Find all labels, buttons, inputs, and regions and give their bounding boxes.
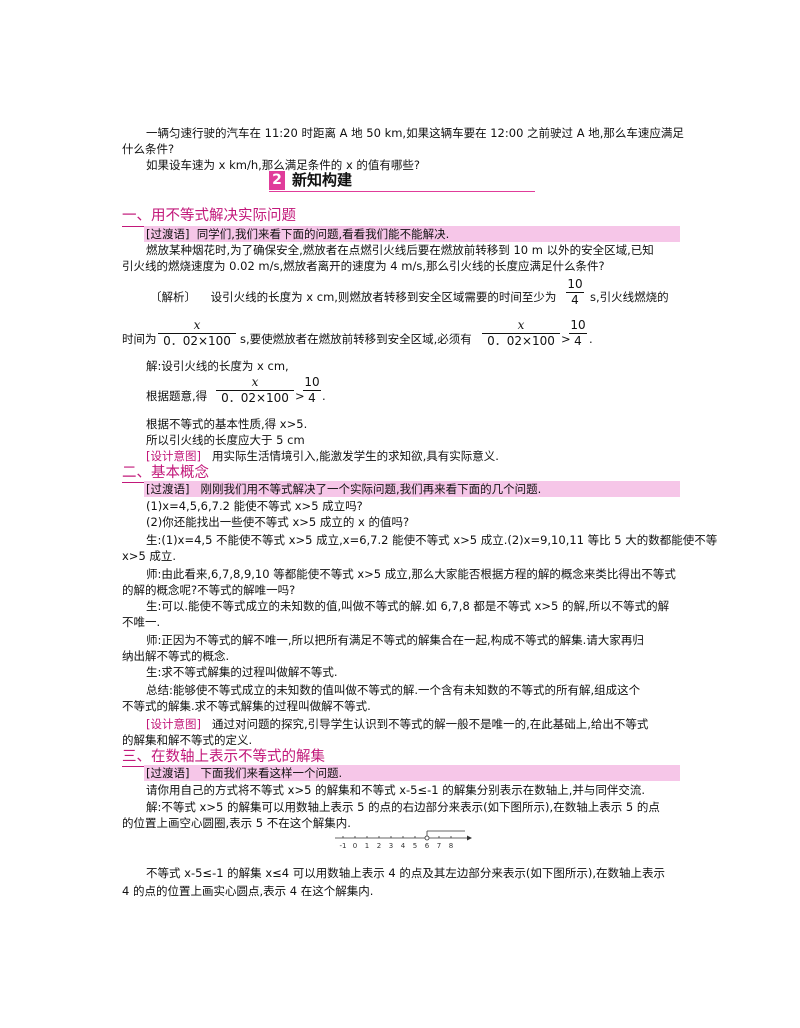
open-circle-marker bbox=[424, 835, 430, 841]
analysis-line-end: s,引火线燃烧的 bbox=[590, 290, 669, 304]
tick-label: 1 bbox=[365, 842, 369, 850]
tick-label: 2 bbox=[377, 842, 381, 850]
section-2-title: 二、基本概念 bbox=[122, 465, 209, 481]
period: . bbox=[589, 332, 593, 346]
solution-x-gt-5-cont: 的位置上画空心圆圈,表示 5 不在这个解集内. bbox=[122, 816, 351, 830]
period-2: . bbox=[322, 389, 326, 403]
tick-label: 4 bbox=[401, 842, 406, 850]
solution-x-le-4-cont: 4 的点的位置上画实心圆点,表示 4 在这个解集内. bbox=[122, 884, 374, 898]
question-2: (2)你还能找出一些使不等式 x>5 成立的 x 的值吗? bbox=[146, 515, 410, 529]
solution-line-1: 解:设引火线的长度为 x cm, bbox=[146, 359, 289, 373]
solution-x-gt-5: 解:不等式 x>5 的解集可以用数轴上表示 5 的点的右边部分来表示(如下图所示… bbox=[146, 800, 660, 814]
design-intent-2-cont: 的解集和解不等式的定义. bbox=[122, 733, 253, 747]
section-heading: 新知构建 bbox=[292, 171, 353, 189]
gt-sign-2: > bbox=[295, 389, 305, 403]
tick-label: 3 bbox=[389, 842, 393, 850]
problem-line-2: 引火线的燃烧速度为 0.02 m/s,燃放者离开的速度为 4 m/s,那么引火线… bbox=[122, 259, 605, 273]
tick-label: 6 bbox=[425, 842, 430, 850]
summary-line: 总结:能够使不等式成立的未知数的值叫做不等式的解.一个含有未知数的不等式的所有解… bbox=[146, 683, 641, 697]
intro-line-1: 一辆匀速行驶的汽车在 11:20 时距离 A 地 50 km,如果这辆车要在 1… bbox=[146, 126, 684, 140]
solution-line-4: 所以引火线的长度应大于 5 cm bbox=[146, 433, 305, 447]
transition-3: [过渡语] 下面我们来看这样一个问题. bbox=[146, 766, 343, 780]
gt-sign: > bbox=[561, 332, 571, 346]
teacher-line-1-cont: 的解的概念呢?不等式的解唯一吗? bbox=[122, 583, 296, 597]
student-answer-2: 生:可以.能使不等式成立的未知数的值,叫做不等式的解.如 6,7,8 都是不等式… bbox=[146, 599, 670, 613]
section-3-title: 三、在数轴上表示不等式的解集 bbox=[122, 749, 325, 765]
student-answer-2-cont: 不唯一. bbox=[122, 615, 161, 629]
transition-2: [过渡语] 刚刚我们用不等式解决了一个实际问题,我们再来看下面的几个问题. bbox=[146, 482, 542, 496]
tick-label: -1 bbox=[340, 842, 347, 850]
teacher-line-2: 师:正因为不等式的解不唯一,所以把所有满足不等式的解集合在一起,构成不等式的解集… bbox=[146, 633, 644, 647]
intro-line-3: 如果设车速为 x km/h,那么满足条件的 x 的值有哪些? bbox=[146, 158, 421, 172]
tick-label: 7 bbox=[437, 842, 441, 850]
analysis-line: 〔解析〕 设引火线的长度为 x cm,则燃放者转移到安全区域需要的时间至少为 bbox=[150, 290, 557, 304]
design-intent-1: [设计意图] 用实际生活情境引入,能激发学生的求知欲,具有实际意义. bbox=[146, 449, 499, 463]
heading-rule bbox=[269, 191, 535, 192]
time-label: 时间为 bbox=[122, 332, 157, 346]
teacher-line-2-cont: 纳出解不等式的概念. bbox=[122, 649, 230, 663]
time-line-text: s,要使燃放者在燃放前转移到安全区域,必须有 bbox=[240, 332, 472, 346]
solution-line-2: 根据题意,得 bbox=[146, 389, 208, 403]
problem-line-1: 燃放某种烟花时,为了确保安全,燃放者在点燃引火线后要在燃放前转移到 10 m 以… bbox=[146, 243, 654, 257]
intro-line-2: 什么条件? bbox=[122, 142, 175, 156]
student-answer-1: 生:(1)x=4,5 不能使不等式 x>5 成立,x=6,7.2 能使不等式 x… bbox=[146, 533, 718, 547]
teacher-line-1: 师:由此看来,6,7,8,9,10 等都能使不等式 x>5 成立,那么大家能否根… bbox=[146, 567, 676, 581]
solution-x-le-4: 不等式 x-5≤-1 的解集 x≤4 可以用数轴上表示 4 的点及其左边部分来表… bbox=[146, 866, 666, 880]
question-1: (1)x=4,5,6,7.2 能使不等式 x>5 成立吗? bbox=[146, 499, 363, 513]
student-answer-1-cont: x>5 成立. bbox=[122, 549, 177, 563]
design-intent-2: [设计意图] 通过对问题的探究,引导学生认识到不等式的解一般不是唯一的,在此基础… bbox=[146, 717, 649, 731]
task-line: 请你用自己的方式将不等式 x>5 的解集和不等式 x-5≤-1 的解集分别表示在… bbox=[146, 783, 646, 797]
tick-label: 5 bbox=[413, 842, 417, 850]
section-number-badge: 2 bbox=[269, 171, 285, 190]
solution-line-3: 根据不等式的基本性质,得 x>5. bbox=[146, 417, 308, 431]
section-1-title: 一、用不等式解决实际问题 bbox=[122, 208, 296, 224]
transition-band-2 bbox=[144, 481, 680, 497]
transition-band-3 bbox=[144, 765, 680, 781]
student-answer-3: 生:求不等式解集的过程叫做解不等式. bbox=[146, 665, 338, 679]
transition-1: [过渡语] 同学们,我们来看下面的问题,看看我们能不能解决. bbox=[146, 227, 450, 241]
tick-label: 0 bbox=[353, 842, 357, 850]
summary-line-cont: 不等式的解集.求不等式解集的过程叫做解不等式. bbox=[122, 699, 371, 713]
transition-band-1 bbox=[144, 226, 680, 242]
tick-label: 8 bbox=[449, 842, 453, 850]
